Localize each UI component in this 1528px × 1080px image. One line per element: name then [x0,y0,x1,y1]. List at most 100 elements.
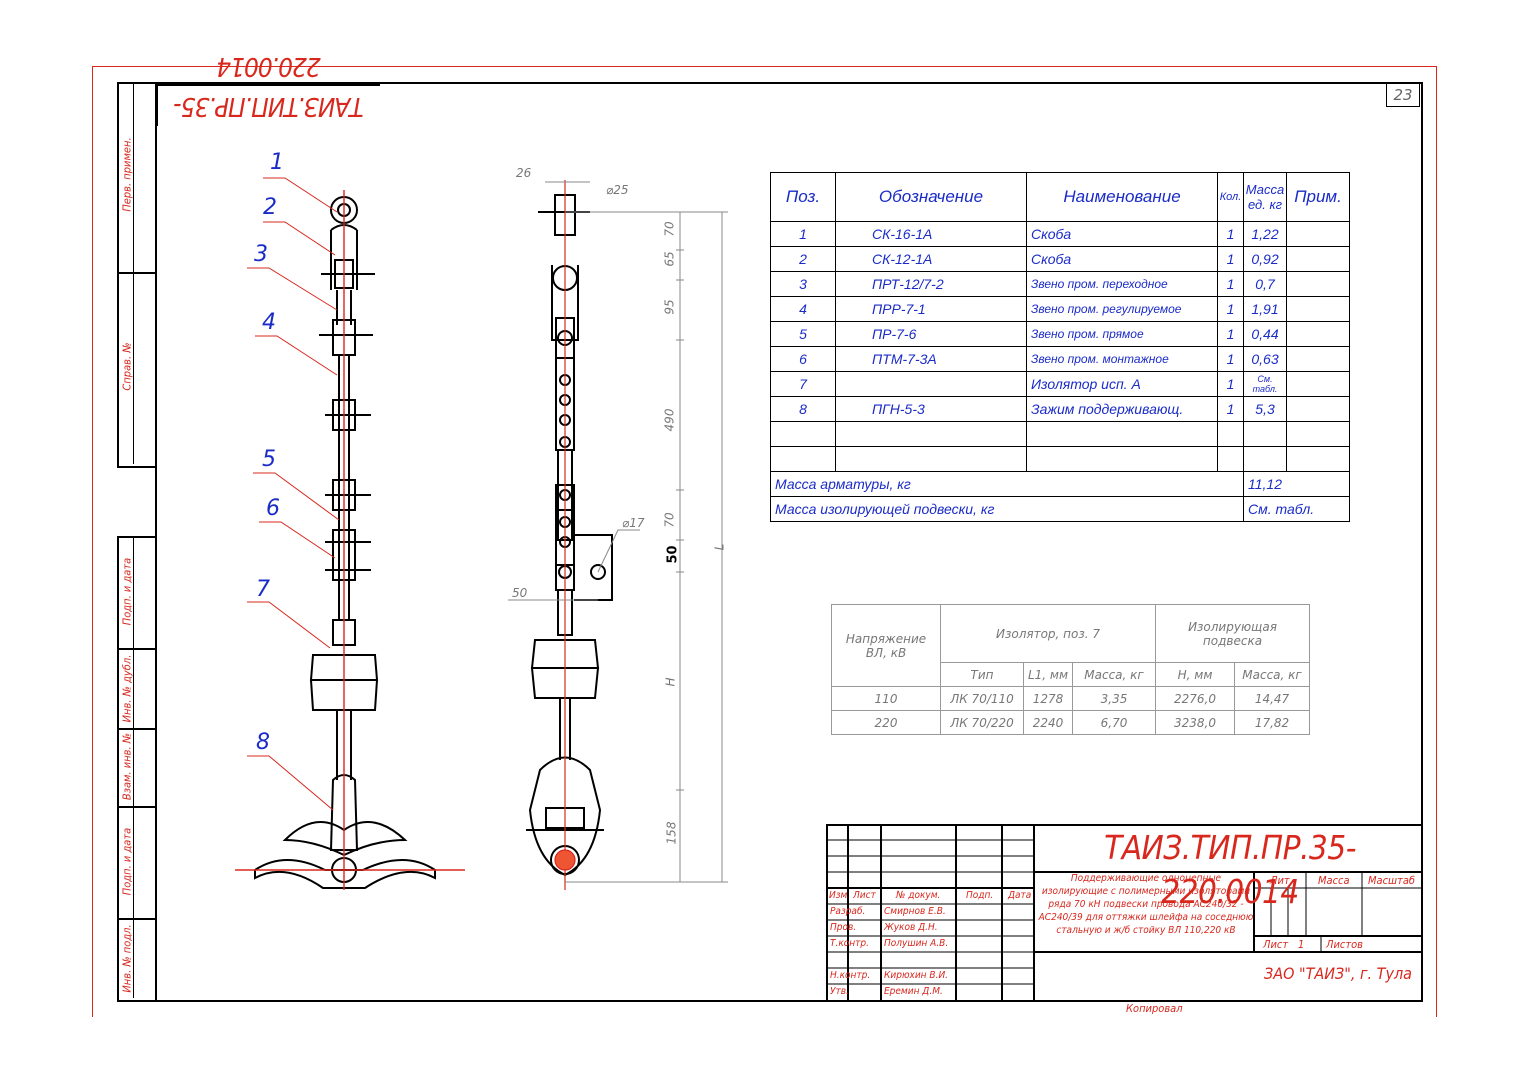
dim-hole-dia: ⌀17 [622,516,645,530]
name-razrab: Смирнов Е.В. [884,906,946,917]
ins-cell: ЛК 70/110 [940,686,1024,711]
sheets-label: Листов [1326,938,1363,951]
spec-mass: 1,22 [1243,221,1287,247]
spec-qty: 1 [1217,271,1244,297]
spec-empty-row [770,446,1350,472]
spec-header-pos: Поз. [770,172,836,222]
spec-pos: 1 [770,221,836,247]
spec-qty: 1 [1217,321,1244,347]
spec-qty: 1 [1217,396,1244,422]
spec-mass: 0,63 [1243,346,1287,372]
spec-mass: См. табл. [1243,371,1287,397]
spec-designation: ПТМ-7-3А [835,346,1027,372]
dim-50v: 50 [665,545,681,564]
spec-qty: 1 [1217,221,1244,247]
name-prov: Жуков Д.Н. [884,922,938,933]
spec-designation: ПР-7-6 [835,321,1027,347]
spec-name: Звено пром. прямое [1026,321,1218,347]
drawing-frame [155,82,1423,1002]
spec-name: Звено пром. монтажное [1026,346,1218,372]
ins-header-voltage: Напряжение ВЛ, кВ [831,604,941,687]
spec-mass: 0,92 [1243,246,1287,272]
company-name: ЗАО "ТАИЗ", г. Тула [1264,964,1412,983]
sheet-number: 1 [1298,938,1305,951]
spec-qty: 1 [1217,296,1244,322]
mirrored-code-box: ТАИЗ.ТИП.ПР.35-220.0014 [156,51,380,126]
callout-1: 1 [270,150,284,175]
sheet-label: Лист [1263,938,1289,951]
suspension-mass-label: Масса изолирующей подвески, кг [770,496,1244,522]
ins-cell: 3238,0 [1155,710,1235,735]
title-block [826,824,1421,1002]
spec-note [1286,246,1350,272]
side-label-perv: Перв. примен. [120,137,134,212]
col-data: Дата [1008,890,1032,901]
side-stamp-top [117,82,155,468]
page-number: 23 [1393,86,1413,104]
ins-cell: 14,47 [1234,686,1310,711]
spec-qty: 1 [1217,246,1244,272]
spec-pos: 3 [770,271,836,297]
ins-cell: 6,70 [1072,710,1156,735]
copied-label: Копировал [1126,1002,1183,1015]
mirrored-code: ТАИЗ.ТИП.ПР.35-220.0014 [174,51,364,121]
ins-sub-mass2: Масса, кг [1234,662,1310,687]
title-code: ТАИЗ.ТИП.ПР.35-220.0014 [1104,828,1356,911]
spec-designation: ПРТ-12/7-2 [835,271,1027,297]
spec-pos: 6 [770,346,836,372]
dim-95: 95 [662,299,677,315]
spec-note [1286,221,1350,247]
spec-note [1286,321,1350,347]
spec-designation: ПГН-5-3 [835,396,1027,422]
spec-qty: 1 [1217,371,1244,397]
spec-pos: 4 [770,296,836,322]
ins-sub-h: Н, мм [1155,662,1235,687]
callout-8: 8 [256,730,270,755]
dim-490: 490 [662,408,677,432]
spec-mass: 0,44 [1243,321,1287,347]
spec-note [1286,396,1350,422]
role-utv: Утв. [830,986,849,997]
spec-note [1286,371,1350,397]
dim-158: 158 [664,821,679,845]
ins-cell: ЛК 70/220 [940,710,1024,735]
lit-label: Лит. [1270,874,1293,887]
col-izm: Изм [829,890,848,901]
ins-cell: 220 [831,710,941,735]
spec-designation [835,371,1027,397]
dim-pin-dia: ⌀25 [606,183,629,197]
spec-header-name: Наименование [1026,172,1218,222]
armature-mass-label: Масса арматуры, кг [770,471,1244,497]
col-podp: Подп. [966,890,994,901]
dim-50h: 50 [512,586,528,600]
spec-designation: СК-12-1А [835,246,1027,272]
side-stamp-bottom [117,536,155,1002]
dim-65: 65 [662,251,677,267]
ins-cell: 2276,0 [1155,686,1235,711]
dim-L: L [712,543,727,551]
spec-pos: 2 [770,246,836,272]
insulator-table: Напряжение ВЛ, кВ Изолятор, поз. 7 Изоли… [831,604,1310,735]
spec-pos: 5 [770,321,836,347]
col-doc: № докум. [896,890,941,901]
spec-note [1286,271,1350,297]
spec-name: Изолятор исп. А [1026,371,1218,397]
dim-H: H [663,677,678,687]
title-description: Поддерживающие одноцепные изолирующие с … [1038,873,1254,936]
callout-4: 4 [262,310,276,335]
spec-note [1286,346,1350,372]
ins-sub-mass: Масса, кг [1072,662,1156,687]
spec-name: Зажим поддерживающ. [1026,396,1218,422]
spec-name: Звено пром. регулируемое [1026,296,1218,322]
dim-top-width: 26 [516,166,532,180]
callout-6: 6 [266,496,280,521]
specification-table: Поз. Обозначение Наименование Кол. Масса… [770,172,1350,522]
ins-cell: 110 [831,686,941,711]
ins-cell: 17,82 [1234,710,1310,735]
role-nkontr: Н.контр. [830,970,871,981]
